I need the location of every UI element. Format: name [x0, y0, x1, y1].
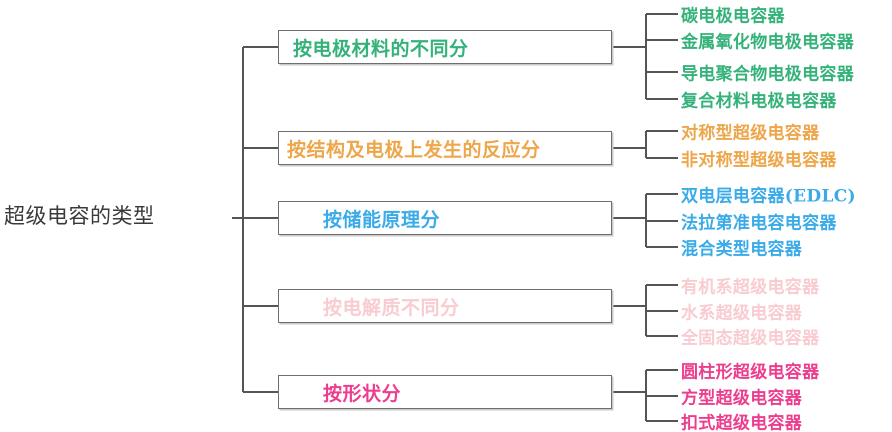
leaf-item[interactable]: 非对称型超级电容器: [681, 150, 837, 171]
category-label-2: 按结构及电极上发生的反应分: [287, 138, 541, 161]
category-label-4: 按电解质不同分: [323, 296, 460, 319]
category-label-3: 按储能原理分: [323, 208, 441, 231]
leaf-item[interactable]: 有机系超级电容器: [681, 277, 820, 298]
leaf-item[interactable]: 全固态超级电容器: [681, 328, 820, 349]
leaf-item[interactable]: 法拉第准电容电容器: [681, 213, 837, 234]
leaf-item[interactable]: 对称型超级电容器: [681, 123, 820, 144]
leaf-item[interactable]: 金属氧化物电极电容器: [681, 32, 854, 53]
category-box-3[interactable]: 按储能原理分: [278, 201, 612, 235]
category-label-5: 按形状分: [323, 382, 402, 405]
category-label-1: 按电极材料的不同分: [293, 37, 469, 60]
leaf-item[interactable]: 导电聚合物电极电容器: [681, 64, 854, 85]
category-box-5[interactable]: 按形状分: [278, 375, 612, 409]
leaf-item[interactable]: 圆柱形超级电容器: [681, 362, 820, 383]
leaf-item[interactable]: 复合材料电极电容器: [681, 91, 837, 112]
category-box-4[interactable]: 按电解质不同分: [278, 289, 612, 323]
leaf-item[interactable]: 方型超级电容器: [681, 388, 803, 409]
root-node-label: 超级电容的类型: [4, 204, 155, 228]
leaf-item[interactable]: 水系超级电容器: [681, 303, 803, 324]
leaf-item[interactable]: 双电层电容器(EDLC): [681, 186, 856, 207]
leaf-item[interactable]: 扣式超级电容器: [681, 413, 803, 432]
category-box-1[interactable]: 按电极材料的不同分: [278, 30, 612, 64]
leaf-item[interactable]: 碳电极电容器: [681, 6, 785, 27]
category-box-2[interactable]: 按结构及电极上发生的反应分: [278, 131, 612, 165]
leaf-item[interactable]: 混合类型电容器: [681, 239, 803, 260]
